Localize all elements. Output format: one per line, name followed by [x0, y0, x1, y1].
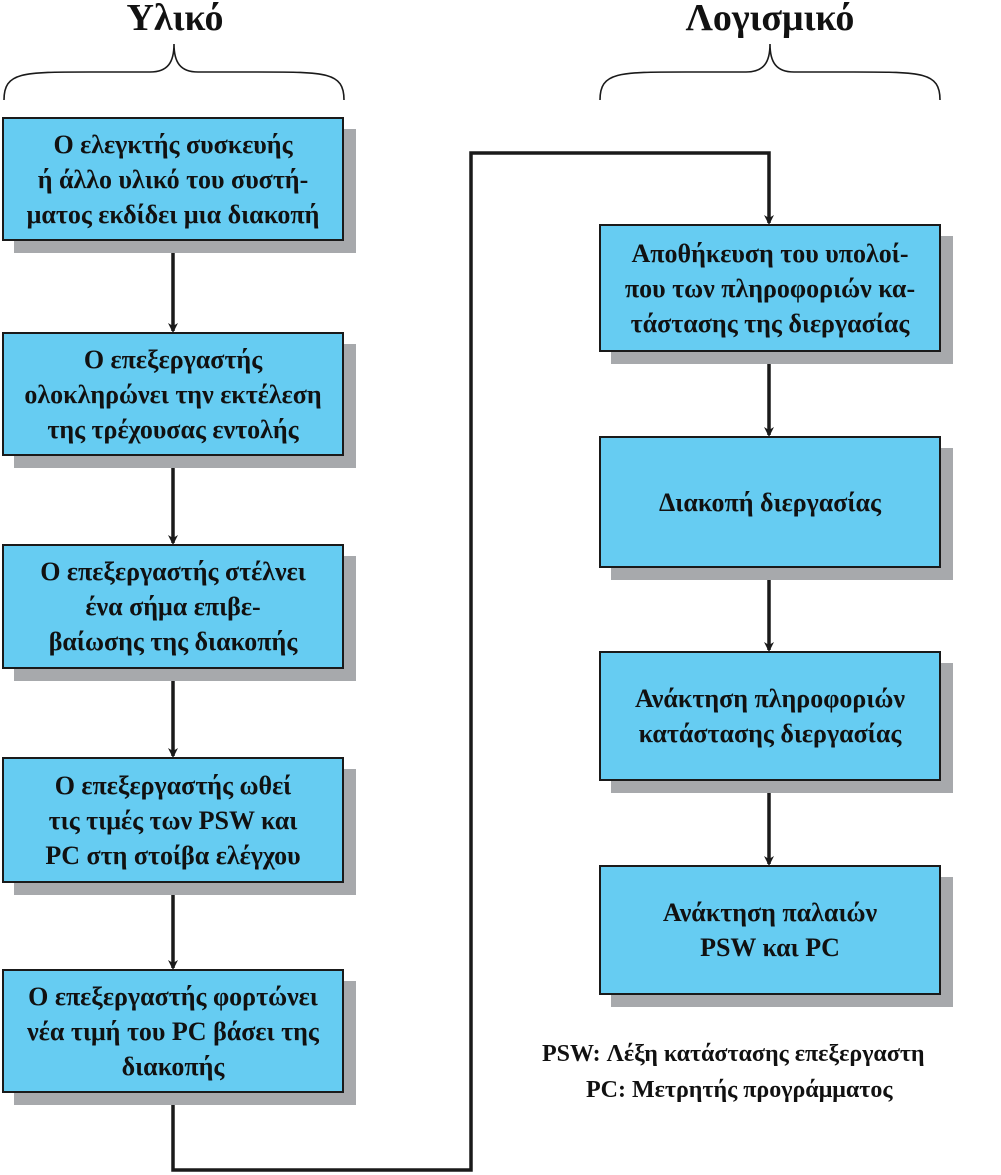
hw-step-2-text: Ο επεξεργαστής ολοκληρώνει την εκτέλεση …	[24, 344, 322, 444]
legend-pc: PC: Μετρητής προγράμματος	[586, 1077, 893, 1103]
sw-step-3-text: Ανάκτηση πληροφοριών κατάστασης διεργασί…	[634, 684, 906, 748]
hw-step-2: Ο επεξεργαστής ολοκληρώνει την εκτέλεση …	[2, 332, 344, 456]
hw-step-1: Ο ελεγκτής συσκευής ή άλλο υλικό του συσ…	[2, 117, 344, 241]
sw-step-2: Διακοπή διεργασίας	[599, 436, 941, 568]
software-brace	[599, 43, 941, 101]
arrow-hw-to-sw	[171, 151, 774, 1172]
legend-psw: PSW: Λέξη κατάστασης επεξεργαστη	[542, 1041, 925, 1067]
sw-step-3: Ανάκτηση πληροφοριών κατάστασης διεργασί…	[599, 651, 941, 781]
hw-step-4-text: Ο επεξεργαστής ωθεί τις τιμές των PSW κα…	[45, 770, 301, 870]
hardware-brace	[3, 43, 345, 101]
hw-step-3: Ο επεξεργαστής στέλνει ένα σήμα επιβε- β…	[2, 544, 344, 669]
hw-step-4: Ο επεξεργαστής ωθεί τις τιμές των PSW κα…	[2, 757, 344, 883]
hw-step-3-text: Ο επεξεργαστής στέλνει ένα σήμα επιβε- β…	[40, 557, 306, 656]
sw-step-1-text: Αποθήκευση του υπολοί- που των πληροφορι…	[624, 238, 916, 338]
heading-hardware: Υλικό	[126, 0, 224, 39]
heading-software: Λογισμικό	[685, 0, 855, 39]
sw-step-4: Ανάκτηση παλαιών PSW και PC	[599, 865, 941, 995]
sw-step-1: Αποθήκευση του υπολοί- που των πληροφορι…	[599, 224, 941, 352]
hw-step-5: Ο επεξεργαστής φορτώνει νέα τιμή του PC …	[2, 969, 344, 1093]
hw-step-1-text: Ο ελεγκτής συσκευής ή άλλο υλικό του συσ…	[26, 129, 320, 229]
sw-step-2-text: Διακοπή διεργασίας	[658, 487, 881, 517]
sw-step-4-text: Ανάκτηση παλαιών PSW και PC	[662, 898, 878, 962]
hw-step-5-text: Ο επεξεργαστής φορτώνει νέα τιμή του PC …	[27, 981, 319, 1081]
